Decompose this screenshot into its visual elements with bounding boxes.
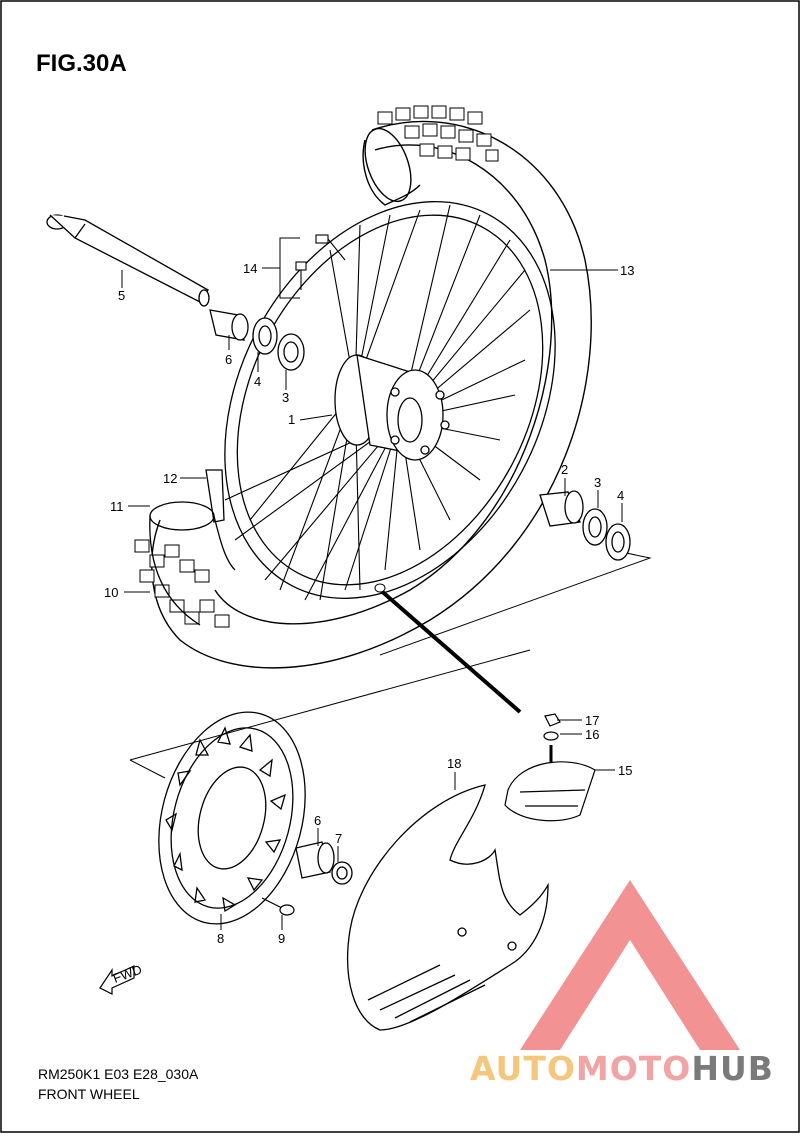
callout-5: 5 xyxy=(118,288,125,303)
model-code: RM250K1 E03 E28_030A xyxy=(38,1066,199,1082)
callout-10: 10 xyxy=(104,585,118,600)
fwd-arrow-icon: FWD xyxy=(99,962,144,995)
callout-labels: 5 6 4 3 1 14 2 3 4 12 11 10 13 17 16 15 … xyxy=(104,261,634,946)
callout-2: 2 xyxy=(561,462,568,477)
watermark-part-moto: MOTO xyxy=(575,1049,692,1088)
fwd-label: FWD xyxy=(111,962,144,986)
disc-cover xyxy=(347,784,549,1031)
tire xyxy=(151,120,592,669)
callout-3: 3 xyxy=(282,390,289,405)
callout-4b: 4 xyxy=(617,488,624,503)
watermark-logo: AUTOMOTOHUB xyxy=(470,1049,774,1088)
callout-11: 11 xyxy=(110,499,124,514)
leader-lines xyxy=(121,237,623,930)
valve-pointer xyxy=(376,586,522,714)
right-bearings xyxy=(539,490,631,561)
left-bearings xyxy=(209,309,305,371)
callout-6: 6 xyxy=(225,352,232,367)
watermark-part-hub: HUB xyxy=(691,1049,774,1088)
callout-4: 4 xyxy=(254,374,261,389)
tread-lower xyxy=(134,539,230,628)
callout-15: 15 xyxy=(618,763,632,778)
callout-18: 18 xyxy=(447,756,461,771)
valve-hole xyxy=(374,583,386,593)
watermark-triangle-icon xyxy=(520,880,740,1050)
figure-title: FIG.30A xyxy=(36,50,127,77)
callout-6b: 6 xyxy=(314,813,321,828)
disc-side-collar xyxy=(295,841,353,885)
section-name: FRONT WHEEL xyxy=(38,1086,140,1102)
disc-bolt xyxy=(261,897,295,916)
spoke-nipples xyxy=(295,234,346,290)
callout-3b: 3 xyxy=(594,475,601,490)
callout-13: 13 xyxy=(620,263,634,278)
watermark-part-auto: AUTO xyxy=(470,1049,576,1088)
callout-7: 7 xyxy=(335,831,342,846)
callout-14: 14 xyxy=(243,261,257,276)
callout-17: 17 xyxy=(585,713,599,728)
tread-top xyxy=(377,105,499,162)
callout-8: 8 xyxy=(217,931,224,946)
callout-12: 12 xyxy=(163,471,177,486)
axle xyxy=(46,214,210,307)
tube-and-rim-band xyxy=(149,469,236,626)
valve-parts xyxy=(504,713,596,822)
callout-1: 1 xyxy=(288,412,295,427)
perspective-lines xyxy=(129,549,652,779)
callout-9: 9 xyxy=(278,931,285,946)
brake-disc xyxy=(158,711,306,925)
callout-16: 16 xyxy=(585,727,599,742)
hub xyxy=(334,354,450,461)
